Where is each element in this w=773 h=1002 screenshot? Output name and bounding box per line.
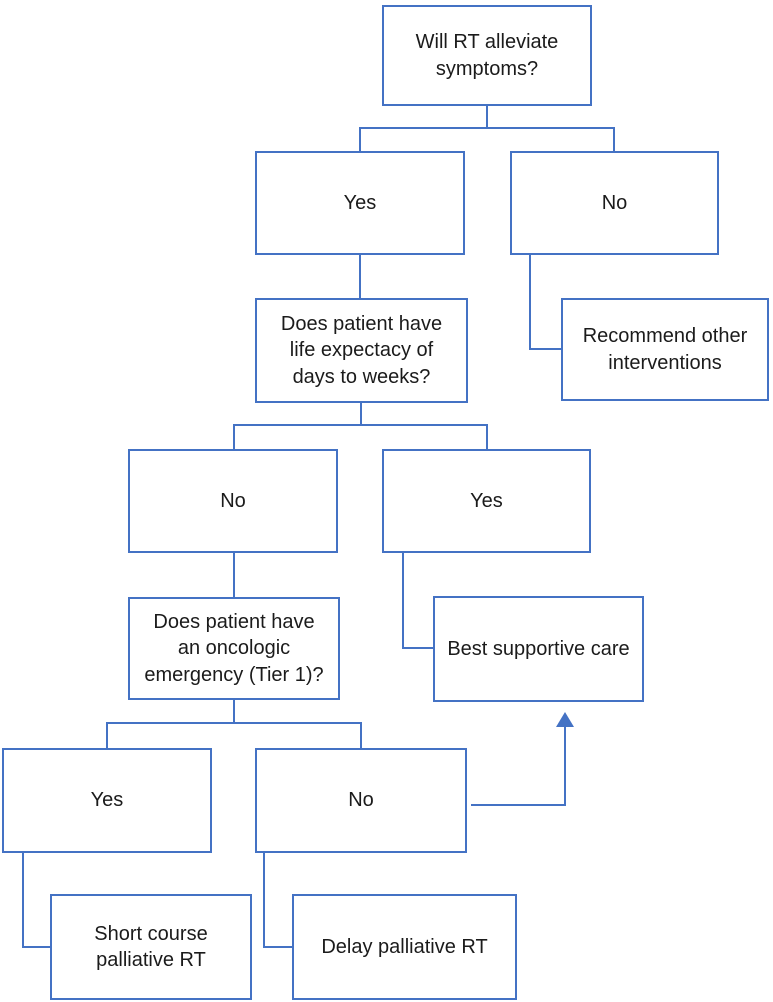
node-life-expectancy-question: Does patient have life expectacy of days… <box>255 298 468 403</box>
connector-qemerg-branch <box>106 722 362 724</box>
node-recommend-other-interventions: Recommend other interventions <box>561 298 769 401</box>
connector-qemerg-to-no3 <box>360 722 362 748</box>
connector-no3-arrow-vertical <box>564 727 566 806</box>
node-yes-rt-alleviates: Yes <box>255 151 465 255</box>
connector-root-to-no1 <box>613 127 615 151</box>
connector-yes2-to-bsc <box>402 647 433 649</box>
connector-qlife-to-no2 <box>233 424 235 449</box>
node-yes-oncologic-emergency: Yes <box>2 748 212 853</box>
node-yes-life-expectancy: Yes <box>382 449 591 553</box>
node-no-rt-alleviates: No <box>510 151 719 255</box>
connector-root-branch <box>359 127 615 129</box>
connector-no3-down <box>263 853 265 948</box>
connector-yes2-down <box>402 553 404 649</box>
node-no-oncologic-emergency: No <box>255 748 467 853</box>
connector-no1-down <box>529 255 531 350</box>
connector-qlife-branch <box>233 424 488 426</box>
connector-qemerg-to-yes3 <box>106 722 108 748</box>
arrow-up-icon <box>556 712 574 727</box>
connector-qlife-to-yes2 <box>486 424 488 449</box>
connector-no2-to-qemerg <box>233 553 235 597</box>
connector-qlife-stem <box>360 403 362 425</box>
connector-no1-to-recommend <box>529 348 561 350</box>
connector-yes3-down <box>22 853 24 948</box>
node-oncologic-emergency-question: Does patient have an oncologic emergency… <box>128 597 340 700</box>
connector-yes1-to-qlife <box>359 255 361 298</box>
connector-root-stem <box>486 106 488 129</box>
node-no-life-expectancy: No <box>128 449 338 553</box>
connector-root-to-yes1 <box>359 127 361 151</box>
connector-no3-arrow-horizontal <box>471 804 566 806</box>
connector-no3-to-delay <box>263 946 292 948</box>
node-short-course-palliative-rt: Short course palliative RT <box>50 894 252 1000</box>
node-delay-palliative-rt: Delay palliative RT <box>292 894 517 1000</box>
connector-qemerg-stem <box>233 700 235 723</box>
connector-yes3-to-short <box>22 946 50 948</box>
node-will-rt-alleviate-symptoms: Will RT alleviate symptoms? <box>382 5 592 106</box>
node-best-supportive-care: Best supportive care <box>433 596 644 702</box>
